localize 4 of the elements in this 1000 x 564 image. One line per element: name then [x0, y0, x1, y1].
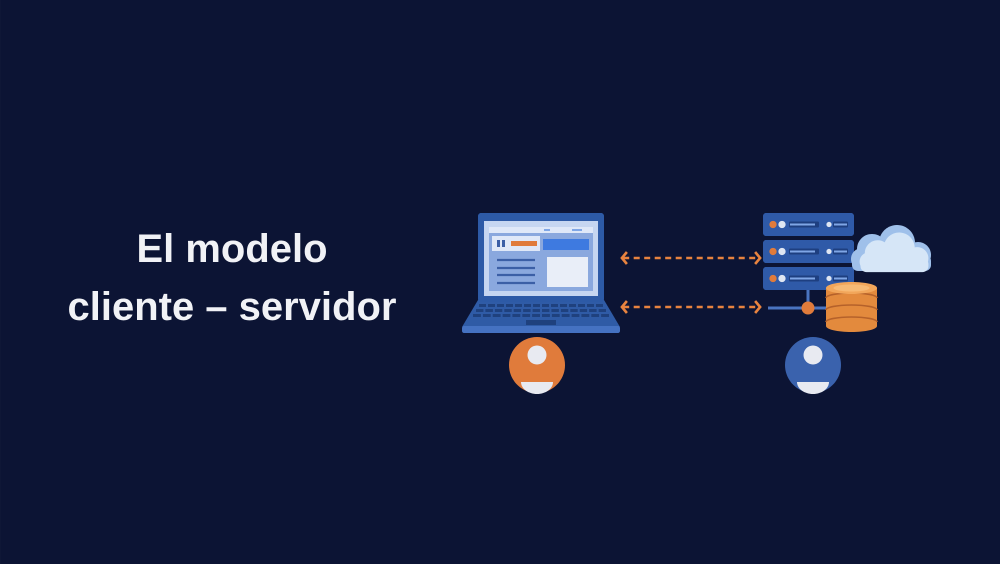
laptop-illustration — [462, 213, 620, 333]
arrow — [620, 251, 762, 265]
title: El modelo cliente – servidor — [69, 233, 396, 320]
arrow — [620, 300, 762, 314]
